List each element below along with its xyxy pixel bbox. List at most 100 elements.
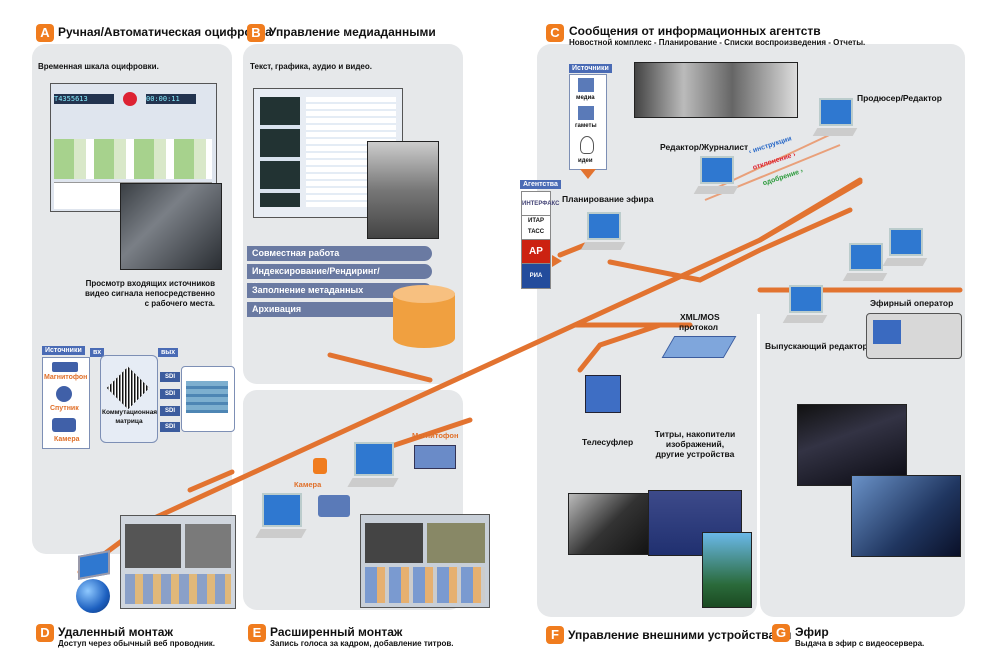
agency-itar-tass: ИТАР ТАСС xyxy=(521,215,551,241)
timecode-display: T4355613 xyxy=(54,94,114,104)
badge-e: E xyxy=(248,624,266,642)
teleprompter-device-icon xyxy=(585,375,621,413)
label-titles-line-2: изображений, xyxy=(665,439,725,449)
agency-interfax: ИНТЕРФАКС xyxy=(521,191,559,217)
label-producer-editor: Продюсер/Редактор xyxy=(857,93,942,103)
caption-a-line-2: видео сигнала непосредственно xyxy=(84,289,215,298)
badge-f: F xyxy=(546,626,564,644)
label-titles: Титры, накопители изображений, другие ус… xyxy=(648,429,742,459)
control-room-photo xyxy=(797,404,907,486)
c-source-ideas: идеи xyxy=(578,158,593,164)
label-xml-mos-1: XML/MOS xyxy=(680,312,720,322)
journalist-pc-icon xyxy=(693,156,739,202)
title-g: Эфир xyxy=(795,625,829,639)
air-operator-pc-icon-1 xyxy=(842,243,888,289)
edit-pc-icon-2 xyxy=(347,442,400,494)
sdi-4: SDI xyxy=(160,422,180,432)
video-preview-photo xyxy=(367,141,439,239)
agency-ria: РИА xyxy=(521,263,551,289)
teleprompter-photo xyxy=(568,493,654,555)
bar-indexing: Индексирование/Рендиринг/Конвертация xyxy=(247,264,432,291)
laptop-globe-icon xyxy=(70,550,114,613)
title-b: Управление медиаданными xyxy=(269,25,436,39)
source-camera: Камера xyxy=(54,436,80,443)
air-device-photo xyxy=(866,313,962,359)
title-a: Ручная/Автоматическая оцифровка xyxy=(58,25,272,39)
satellite-icon xyxy=(56,386,72,402)
camcorder-icon xyxy=(318,495,350,517)
badge-d: D xyxy=(36,624,54,642)
agency-ap: AP xyxy=(521,239,551,265)
caption-a-line-1: Просмотр входящих источников xyxy=(85,279,215,288)
label-teleprompter: Телесуфлер xyxy=(582,437,634,447)
c-sources-tag: Источники xyxy=(569,64,612,73)
c-source-papers: гаметы xyxy=(575,123,597,129)
source-vtr: Магнитофон xyxy=(44,374,88,381)
title-e: Расширенный монтаж xyxy=(270,625,403,639)
arrow-down-icon xyxy=(580,169,596,179)
label-camera-e: Камера xyxy=(294,480,322,489)
remote-editor-screenshot xyxy=(120,515,236,609)
label-titles-line-1: Титры, накопители xyxy=(654,429,736,439)
news-anchors-photo xyxy=(851,475,961,557)
timecode-display-2: 00:00:11 xyxy=(146,94,196,104)
sub-a: Временная шкала оцифровки. xyxy=(38,62,159,71)
air-operator-pc-icon-2 xyxy=(882,228,928,274)
agencies-tag: Агентства xyxy=(520,180,561,189)
sources-tag: Источники xyxy=(42,346,85,355)
label-planning: Планирование эфира xyxy=(562,194,654,204)
bar-metadata: Заполнение метаданных xyxy=(247,283,432,298)
media-icon xyxy=(578,78,594,92)
badge-g: G xyxy=(772,624,790,642)
video-monitors-photo xyxy=(120,183,222,270)
sdi-1: SDI xyxy=(160,372,180,382)
newspaper-icon xyxy=(578,106,594,120)
database-cylinder-icon xyxy=(393,285,455,355)
title-c: Сообщения от информационных агентств xyxy=(569,24,821,38)
edit-pc-icon-1 xyxy=(255,493,308,545)
newsroom-photo xyxy=(634,62,798,118)
bar-collaboration: Совместная работа xyxy=(247,246,432,261)
label-xml-mos-2: протокол xyxy=(679,322,719,332)
c-source-media: медиа xyxy=(576,95,595,101)
label-release-editor: Выпускающий редактор xyxy=(765,341,868,351)
title-f: Управление внешними устройствами xyxy=(568,628,792,642)
server-rack-icon xyxy=(181,366,235,432)
producer-pc-icon xyxy=(812,98,858,144)
golf-photo xyxy=(702,532,752,608)
sub-c: Новостной комплекс - Планирование - Спис… xyxy=(569,38,866,47)
badge-a: A xyxy=(36,24,54,42)
label-editor-journalist: Редактор/Журналист xyxy=(660,142,749,152)
advanced-editor-screenshot xyxy=(360,514,490,608)
label-titles-line-3: другие устройства xyxy=(655,449,735,459)
arrow-right-icon xyxy=(552,255,562,267)
badge-c: C xyxy=(546,24,564,42)
timeline-track xyxy=(54,139,212,179)
sub-d: Доступ через обычный веб проводник. xyxy=(58,639,215,648)
record-icon xyxy=(123,92,137,106)
sub-b: Текст, графика, аудио и видео. xyxy=(250,62,372,71)
bar-archive: Архивация xyxy=(247,302,432,317)
label-air-operator: Эфирный оператор xyxy=(870,298,954,308)
label-vtr-e: Магнитофон xyxy=(412,431,459,440)
vtr-icon xyxy=(52,362,78,372)
planning-pc-icon xyxy=(580,212,626,258)
mos-gateway-icon xyxy=(661,336,737,358)
vtr-deck-icon xyxy=(414,445,456,469)
sdi-3: SDI xyxy=(160,406,180,416)
sub-e: Запись голоса за кадром, добавление титр… xyxy=(270,639,454,648)
caption-a: Просмотр входящих источников видео сигна… xyxy=(40,279,215,309)
release-editor-pc-icon xyxy=(782,285,828,331)
sub-g: Выдача в эфир с видеосервера. xyxy=(795,639,925,648)
microphone-icon xyxy=(313,458,327,474)
source-satellite: Спутник xyxy=(50,405,79,412)
title-d: Удаленный монтаж xyxy=(58,625,173,639)
matrix-label: Коммутационная матрица xyxy=(102,409,158,425)
sources-box xyxy=(42,357,90,449)
out-tag: вых xyxy=(158,348,179,357)
badge-b: B xyxy=(247,24,265,42)
idea-icon xyxy=(580,136,594,154)
sdi-2: SDI xyxy=(160,389,180,399)
caption-a-line-3: с рабочего места. xyxy=(144,299,215,308)
in-tag: вх xyxy=(90,348,105,357)
